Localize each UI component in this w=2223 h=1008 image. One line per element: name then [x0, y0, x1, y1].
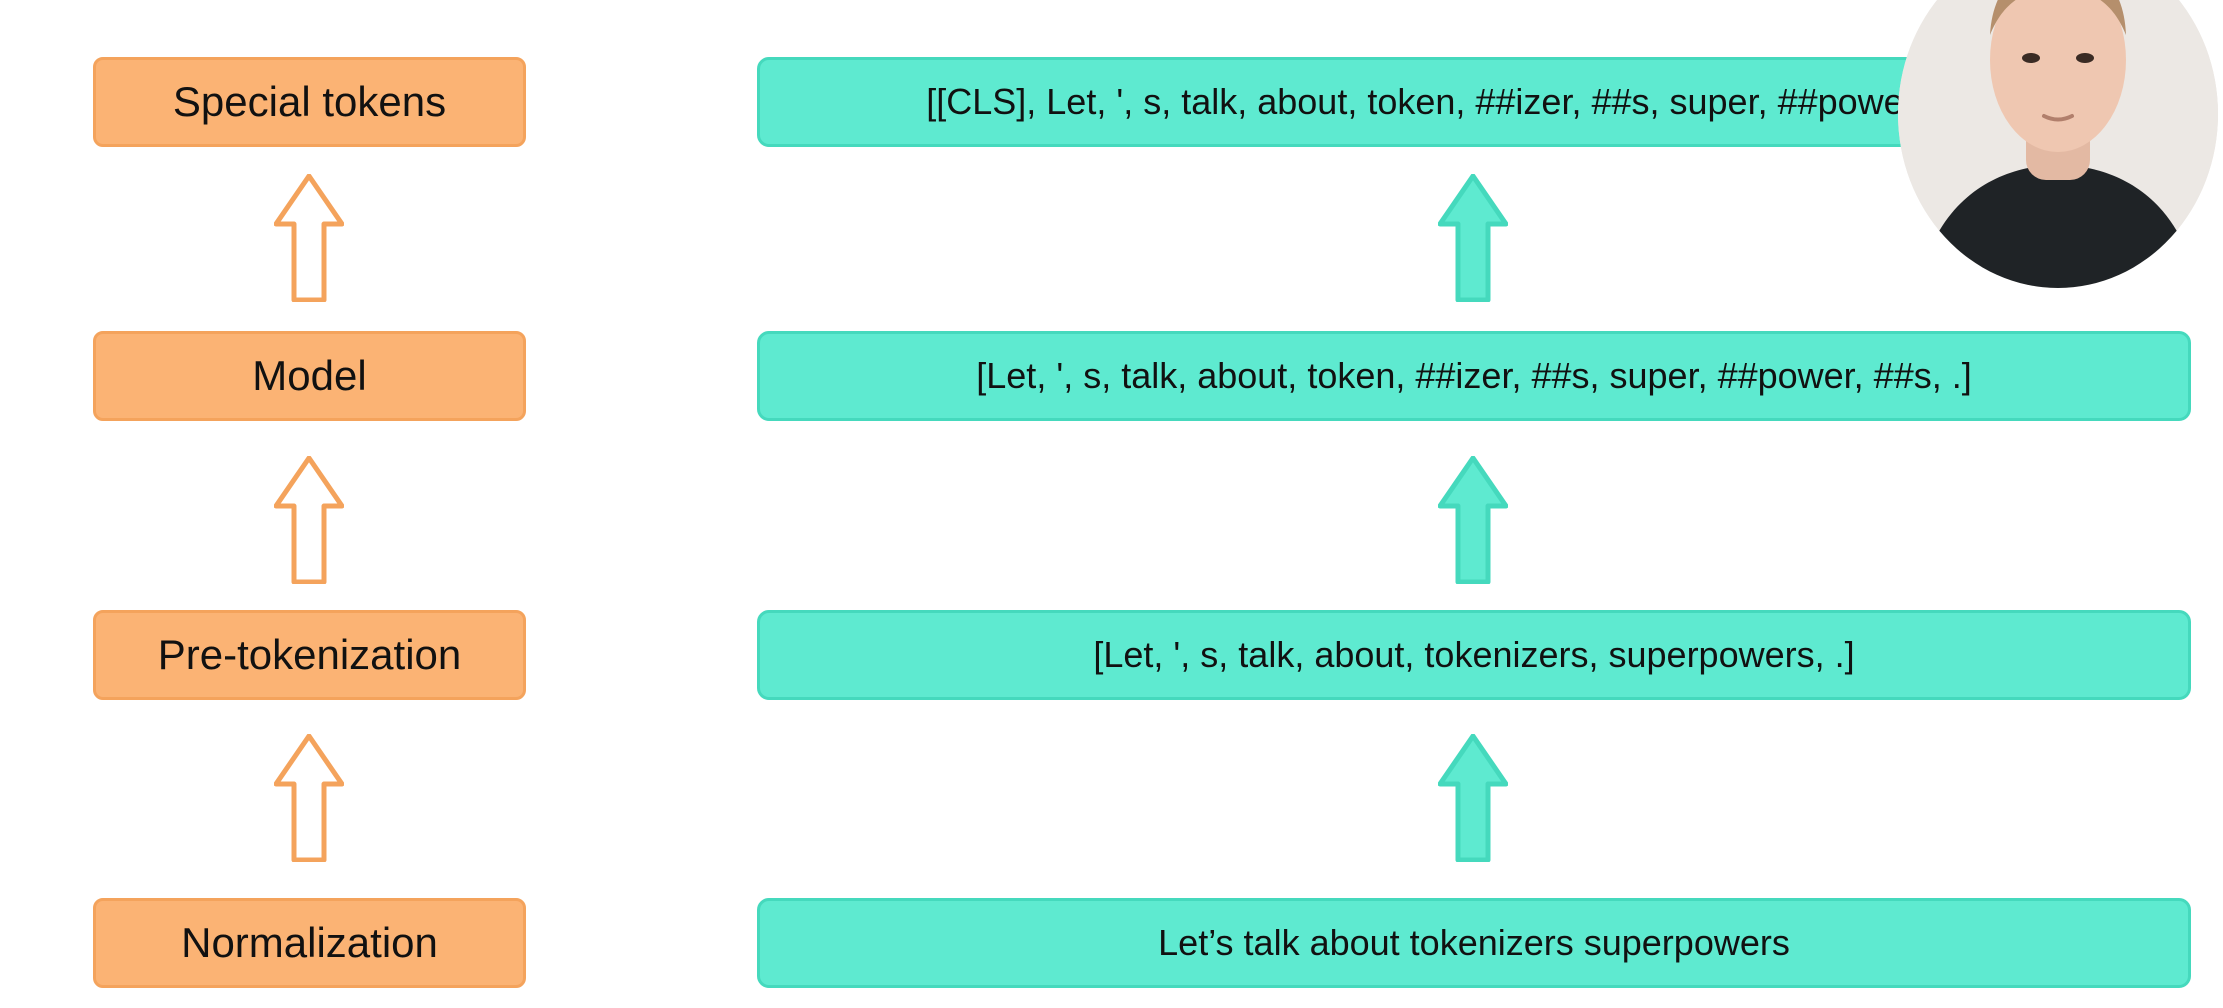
output-pre-tokenization: [Let, ', s, talk, about, tokenizers, sup…	[757, 610, 2191, 700]
stage-pre-tokenization: Pre-tokenization	[93, 610, 526, 700]
presenter-webcam	[1898, 0, 2218, 288]
output-model: [Let, ', s, talk, about, token, ##izer, …	[757, 331, 2191, 421]
up-arrow-icon	[274, 174, 344, 302]
up-arrow-icon	[1438, 734, 1508, 862]
up-arrow-icon	[1438, 174, 1508, 302]
stage-normalization: Normalization	[93, 898, 526, 988]
up-arrow-icon	[1438, 456, 1508, 584]
stage-special-tokens: Special tokens	[93, 57, 526, 147]
up-arrow-icon	[274, 456, 344, 584]
up-arrow-icon	[274, 734, 344, 862]
output-normalization: Let’s talk about tokenizers superpowers	[757, 898, 2191, 988]
stage-model: Model	[93, 331, 526, 421]
